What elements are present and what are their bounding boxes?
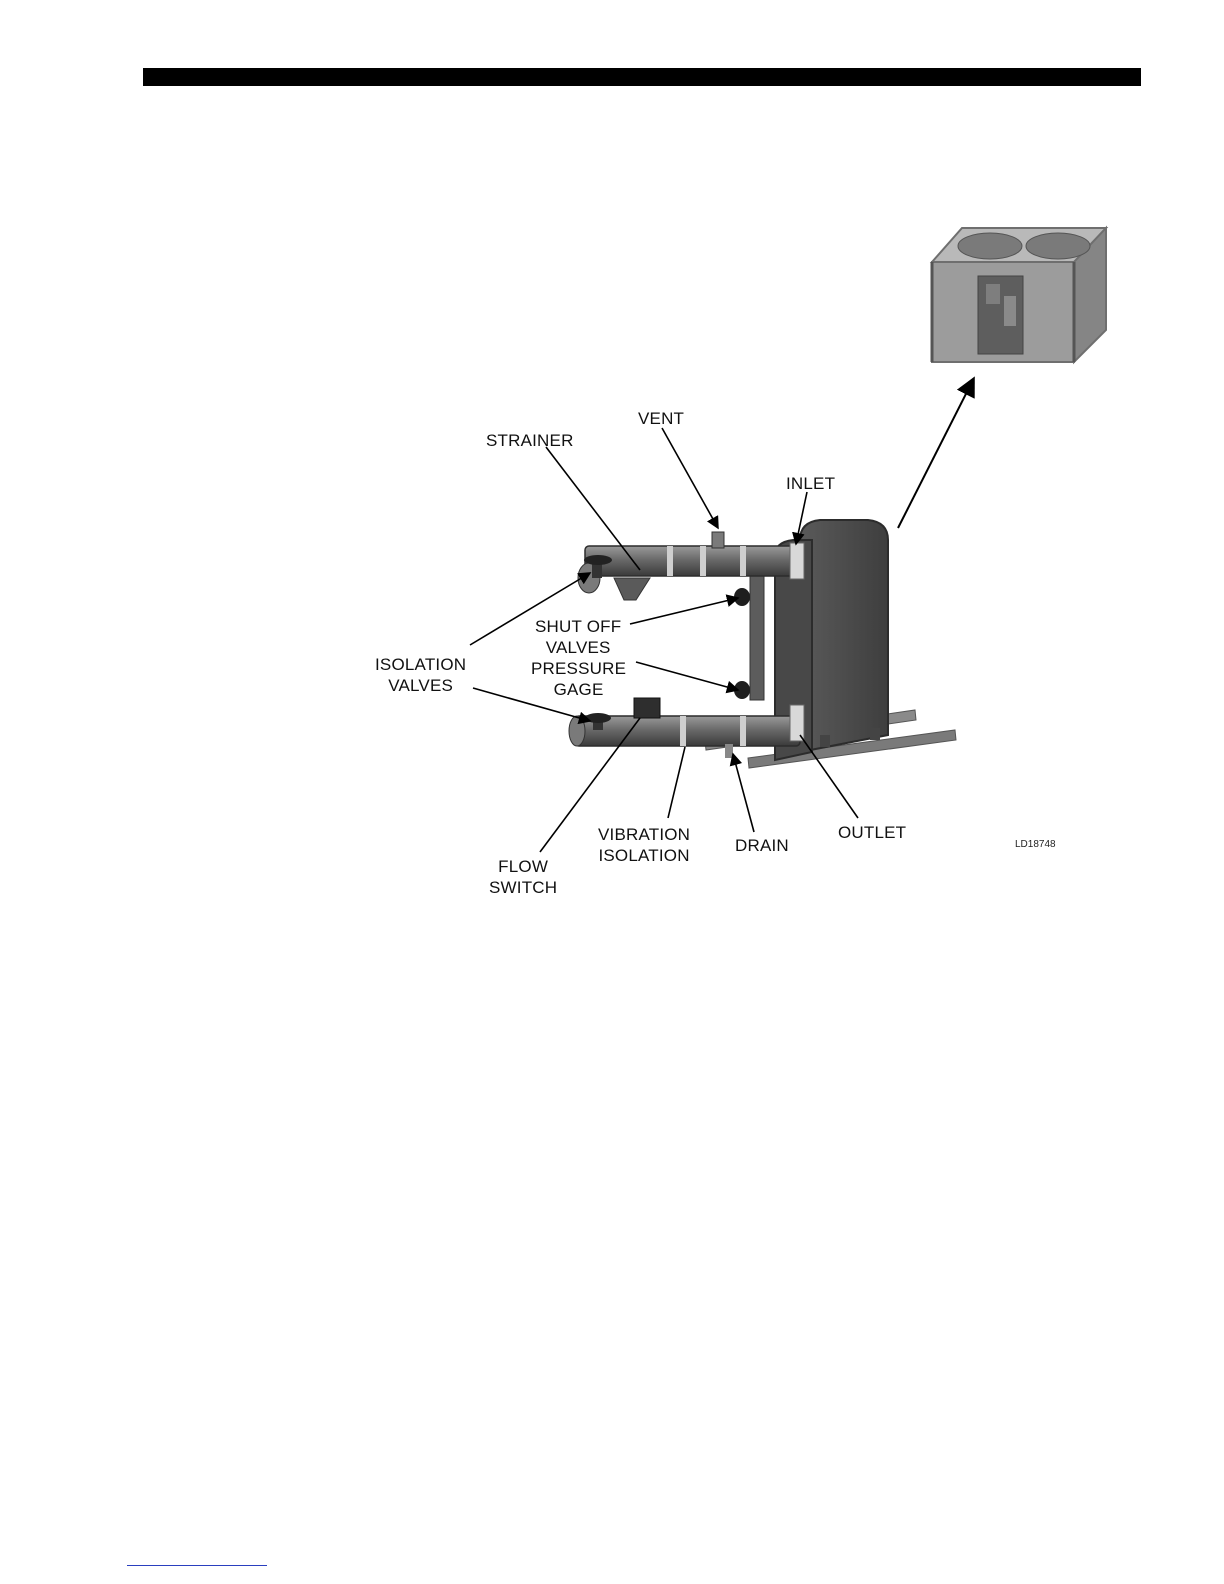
label-pressure-gage: PRESSURE GAGE [531,658,626,700]
label-isolation-valves: ISOLATION VALVES [375,654,466,696]
vent-leader [662,428,718,528]
figure-id: LD18748 [1015,839,1056,850]
footer-underline [127,1565,267,1566]
vibration-isolation-leader [668,747,685,818]
label-vibration-isolation: VIBRATION ISOLATION [598,824,690,866]
label-shut-off-valves: SHUT OFF VALVES [535,616,621,658]
label-drain: DRAIN [735,835,789,856]
upper-pipe [578,532,804,606]
bypass-pipe [750,576,764,700]
label-vent: VENT [638,408,684,429]
pressure-gage-leader [636,662,738,690]
label-inlet: INLET [786,473,835,494]
chiller-pointer-arrow [898,380,973,528]
shut-off-valves-leader [630,598,738,624]
chiller-unit [932,228,1106,362]
label-outlet: OUTLET [838,822,906,843]
label-flow-switch: FLOW SWITCH [489,856,557,898]
label-strainer: STRAINER [486,430,574,451]
